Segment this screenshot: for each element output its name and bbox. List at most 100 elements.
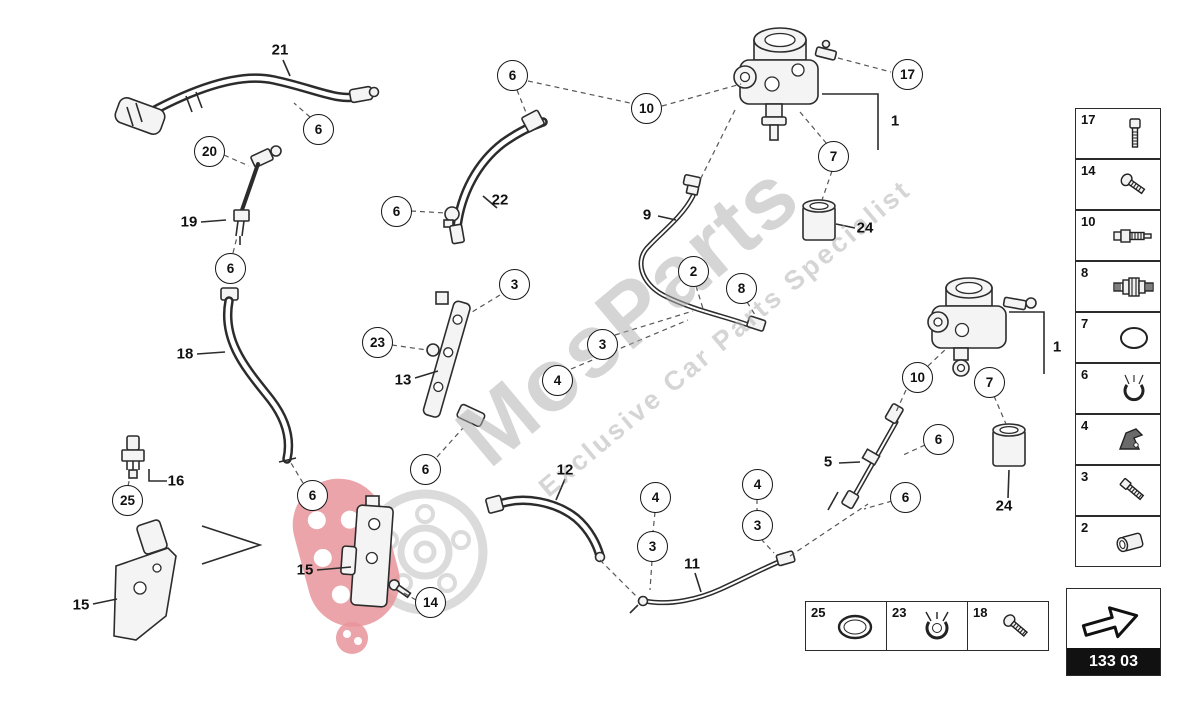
label-24: 24 xyxy=(995,497,1013,515)
sidebar-item-8[interactable]: 8 xyxy=(1075,261,1161,312)
sidebar-item-6[interactable]: 6 xyxy=(1075,363,1161,414)
bracket-15-left xyxy=(113,519,263,641)
label-24: 24 xyxy=(856,219,874,237)
part-number: 6 xyxy=(1081,367,1089,382)
label-12: 12 xyxy=(556,461,574,479)
callout-6[interactable]: 6 xyxy=(890,482,921,513)
label-leader-lines xyxy=(92,59,1045,605)
callout-3[interactable]: 3 xyxy=(637,531,668,562)
callout-3[interactable]: 3 xyxy=(742,510,773,541)
label-15: 15 xyxy=(72,596,90,614)
pan-screw-icon xyxy=(994,610,1040,649)
direction-arrow-icon xyxy=(1073,593,1155,652)
legend-item-23[interactable]: 23 xyxy=(886,601,968,651)
callout-8[interactable]: 8 xyxy=(726,273,757,304)
callout-6[interactable]: 6 xyxy=(497,60,528,91)
screw-icon xyxy=(1112,474,1156,513)
sensor-19-20 xyxy=(233,145,282,245)
hose-18 xyxy=(220,287,297,464)
hose-clamp-icon xyxy=(1112,372,1156,411)
bracket-15-right xyxy=(340,495,412,608)
hose-21 xyxy=(114,73,380,135)
oval-screw-icon xyxy=(1112,168,1156,207)
sleeve-icon xyxy=(1112,525,1156,564)
spring-clamp-icon xyxy=(913,610,959,649)
part-number: 7 xyxy=(1081,316,1089,331)
pipe-11 xyxy=(629,550,796,614)
label-19: 19 xyxy=(180,213,198,231)
valve-fitting-icon xyxy=(1112,219,1156,258)
o-ring-icon xyxy=(1112,321,1156,360)
callout-20[interactable]: 20 xyxy=(194,136,225,167)
part-number: 2 xyxy=(1081,520,1089,535)
label-9: 9 xyxy=(642,206,652,224)
sidebar-item-10[interactable]: 10 xyxy=(1075,210,1161,261)
legend-item-25[interactable]: 25 xyxy=(805,601,887,651)
part-number: 18 xyxy=(973,605,988,620)
callout-4[interactable]: 4 xyxy=(640,482,671,513)
sidebar-item-4[interactable]: 4 xyxy=(1075,414,1161,465)
part-number: 10 xyxy=(1081,214,1096,229)
union-adapter-icon xyxy=(1112,270,1156,309)
label-16: 16 xyxy=(167,472,185,490)
pipe-5 xyxy=(827,403,904,511)
part-number: 14 xyxy=(1081,163,1096,178)
label-18: 18 xyxy=(176,345,194,363)
callout-4[interactable]: 4 xyxy=(742,469,773,500)
callout-23[interactable]: 23 xyxy=(362,327,393,358)
callout-3[interactable]: 3 xyxy=(587,329,618,360)
label-11: 11 xyxy=(684,555,700,573)
sidebar-item-14[interactable]: 14 xyxy=(1075,159,1161,210)
callout-3[interactable]: 3 xyxy=(499,269,530,300)
part-number: 23 xyxy=(892,605,907,620)
o-ring-large-icon xyxy=(832,610,878,649)
callout-17[interactable]: 17 xyxy=(892,59,923,90)
callout-6[interactable]: 6 xyxy=(923,424,954,455)
dashed-leader-lines xyxy=(127,57,1007,601)
fuel-pump-right xyxy=(927,277,1037,377)
sidebar-item-2[interactable]: 2 xyxy=(1075,516,1161,567)
bracket-13 xyxy=(422,291,486,428)
part-number: 25 xyxy=(811,605,826,620)
damper-24-left xyxy=(802,199,836,241)
holder-clip-icon xyxy=(1112,423,1156,462)
fuel-pump-left xyxy=(733,27,838,141)
hose-12 xyxy=(485,494,606,563)
part-number: 8 xyxy=(1081,265,1089,280)
part-number: 4 xyxy=(1081,418,1089,433)
sensor-16-25 xyxy=(121,435,145,479)
cap-screw-icon xyxy=(1112,117,1156,156)
page-code: 133 03 xyxy=(1067,648,1160,675)
callout-10[interactable]: 10 xyxy=(902,362,933,393)
label-5: 5 xyxy=(823,453,833,471)
legend-item-18[interactable]: 18 xyxy=(967,601,1049,651)
callout-6[interactable]: 6 xyxy=(215,253,246,284)
callout-6[interactable]: 6 xyxy=(410,454,441,485)
label-1: 1 xyxy=(890,112,900,130)
part-number: 17 xyxy=(1081,112,1096,127)
callout-10[interactable]: 10 xyxy=(631,93,662,124)
callout-6[interactable]: 6 xyxy=(297,480,328,511)
label-15: 15 xyxy=(296,561,314,579)
callout-2[interactable]: 2 xyxy=(678,256,709,287)
callout-7[interactable]: 7 xyxy=(818,141,849,172)
page-code-box: 133 03 xyxy=(1066,588,1161,676)
callout-6[interactable]: 6 xyxy=(381,196,412,227)
callout-4[interactable]: 4 xyxy=(542,365,573,396)
callout-25[interactable]: 25 xyxy=(112,485,143,516)
damper-24-right xyxy=(992,423,1026,467)
sidebar-item-3[interactable]: 3 xyxy=(1075,465,1161,516)
pipe-9 xyxy=(638,174,767,332)
sidebar-item-7[interactable]: 7 xyxy=(1075,312,1161,363)
sidebar-item-17[interactable]: 17 xyxy=(1075,108,1161,159)
part-number: 3 xyxy=(1081,469,1089,484)
label-1: 1 xyxy=(1052,338,1062,356)
callout-6[interactable]: 6 xyxy=(303,114,334,145)
callout-7[interactable]: 7 xyxy=(974,367,1005,398)
label-21: 21 xyxy=(271,41,289,59)
hose-22 xyxy=(443,109,548,245)
callout-14[interactable]: 14 xyxy=(415,587,446,618)
label-13: 13 xyxy=(394,371,412,389)
